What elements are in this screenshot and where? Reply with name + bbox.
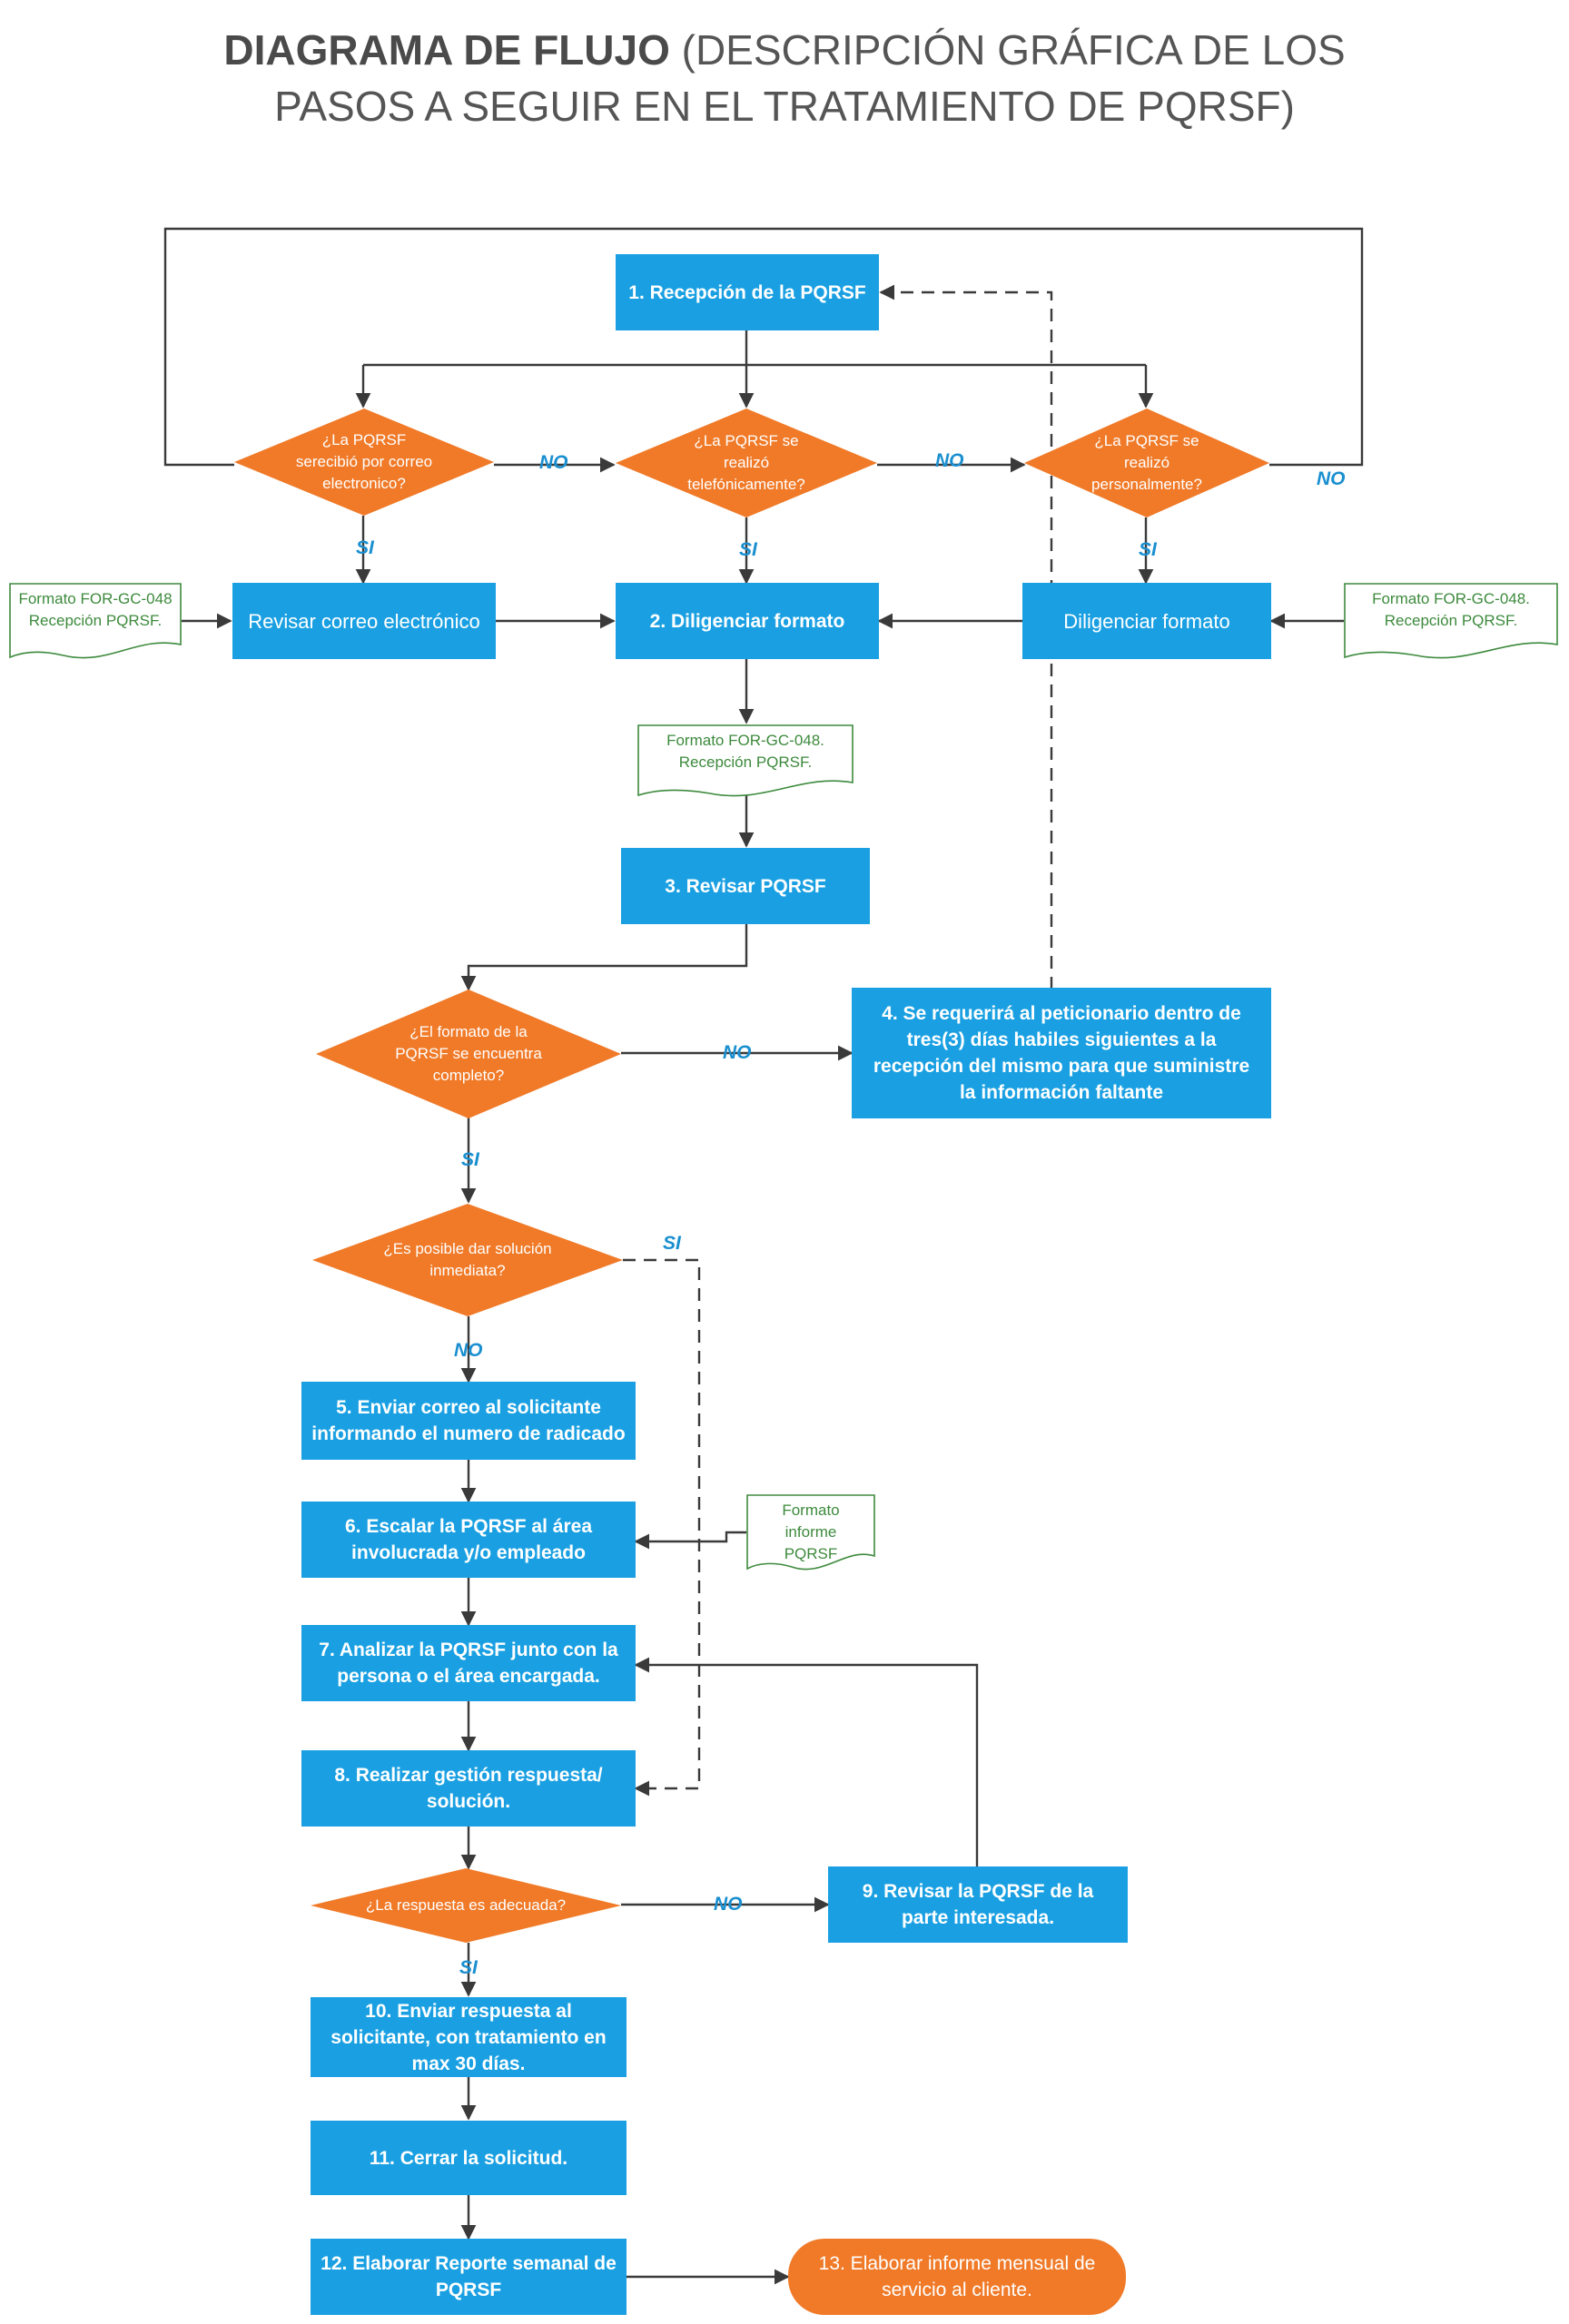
- step-2-label: 2. Diligenciar formato: [649, 610, 845, 632]
- decision-completo: ¿El formato de la PQRSF se encuentra com…: [316, 990, 621, 1118]
- label-no-correo: NO: [539, 452, 568, 473]
- step-8-label: 8. Realizar gestión respuesta/ solución.: [334, 1765, 603, 1812]
- decision-correo: ¿La PQRSF serecibió por correo electroni…: [234, 409, 494, 516]
- decision-inmediata: ¿Es posible dar solución inmediata?: [312, 1204, 623, 1316]
- decision-adecuada: ¿La respuesta es adecuada?: [311, 1868, 621, 1943]
- decision-correo-text: ¿La PQRSF serecibió por correo electroni…: [295, 431, 433, 492]
- label-si-personal: SI: [1139, 539, 1157, 560]
- label-no-personal: NO: [1317, 468, 1346, 489]
- step-2-box: 2. Diligenciar formato: [616, 583, 879, 659]
- step-12-label: 12. Elaborar Reporte semanal de PQRSF: [321, 2253, 617, 2300]
- s3-to-completo-arrow: [460, 922, 748, 991]
- document-left-text: Formato FOR-GC-048 Recepción PQRSF.: [18, 590, 173, 629]
- step-7-label: 7. Analizar la PQRSF junto con la person…: [319, 1640, 618, 1687]
- label-no-adecuada: NO: [714, 1894, 743, 1915]
- step-6-label: 6. Escalar la PQRSF al área involucrada …: [345, 1516, 592, 1563]
- document-middle: Formato FOR-GC-048. Recepción PQRSF.: [637, 724, 854, 799]
- loop-left-connector: [163, 227, 1364, 467]
- document-right: Formato FOR-GC-048. Recepción PQRSF.: [1344, 583, 1558, 661]
- label-si-inmediata: SI: [663, 1233, 681, 1254]
- step-8-box: 8. Realizar gestión respuesta/ solución.: [301, 1750, 636, 1827]
- document-middle-text: Formato FOR-GC-048. Recepción PQRSF.: [666, 732, 824, 771]
- step-9-box: 9. Revisar la PQRSF de la parte interesa…: [828, 1866, 1128, 1943]
- step-13-label: 13. Elaborar informe mensual de servicio…: [818, 2253, 1096, 2300]
- step-7-box: 7. Analizar la PQRSF junto con la person…: [301, 1625, 636, 1701]
- step-12-box: 12. Elaborar Reporte semanal de PQRSF: [311, 2239, 627, 2315]
- informe-doc-to-s6: [634, 1531, 746, 1550]
- label-no-inmediata: NO: [454, 1340, 483, 1361]
- document-right-text: Formato FOR-GC-048. Recepción PQRSF.: [1372, 590, 1530, 629]
- document-left: Formato FOR-GC-048 Recepción PQRSF.: [9, 583, 182, 661]
- label-si-adecuada: SI: [459, 1957, 478, 1978]
- step-11-box: 11. Cerrar la solicitud.: [311, 2121, 627, 2195]
- revisar-correo-box: Revisar correo electrónico: [232, 583, 496, 659]
- label-no-completo: NO: [723, 1042, 752, 1063]
- decision-telefono: ¿La PQRSF se realizó telefónicamente?: [616, 409, 877, 517]
- diligenciar-personal-label: Diligenciar formato: [1063, 609, 1230, 633]
- decision-personal: ¿La PQRSF se realizó personalmente?: [1024, 409, 1269, 517]
- s4-dashed-return-to-s1: [879, 284, 1053, 990]
- label-no-telefono: NO: [935, 450, 964, 471]
- step-13-terminal: 13. Elaborar informe mensual de servicio…: [788, 2239, 1126, 2315]
- title-rest: (DESCRIPCIÓN GRÁFICA DE LOS: [669, 26, 1346, 74]
- decision-adecuada-text: ¿La respuesta es adecuada?: [365, 1896, 567, 1914]
- inmediata-si-dashed-to-s8: [623, 1258, 701, 1797]
- label-si-correo: SI: [356, 537, 374, 558]
- step-3-label: 3. Revisar PQRSF: [665, 875, 826, 897]
- decision-completo-text: ¿El formato de la PQRSF se encuentra com…: [395, 1023, 542, 1084]
- step-10-label: 10. Enviar respuesta al solicitante, con…: [331, 2000, 607, 2074]
- s9-return-to-s7: [634, 1657, 979, 1866]
- step-10-box: 10. Enviar respuesta al solicitante, con…: [311, 1997, 627, 2077]
- diagram-title-line-2: PASOS A SEGUIR EN EL TRATAMIENTO DE PQRS…: [274, 83, 1295, 130]
- decision-telefono-text: ¿La PQRSF se realizó telefónicamente?: [687, 432, 805, 493]
- decision-personal-text: ¿La PQRSF se realizó personalmente?: [1091, 432, 1202, 493]
- diligenciar-personal-box: Diligenciar formato: [1022, 583, 1271, 659]
- step-1-label: 1. Recepción de la PQRSF: [628, 281, 866, 303]
- title-bold: DIAGRAMA DE FLUJO: [223, 26, 670, 74]
- step-11-label: 11. Cerrar la solicitud.: [369, 2147, 568, 2169]
- step-1-box: 1. Recepción de la PQRSF: [616, 254, 879, 330]
- label-si-completo: SI: [461, 1149, 479, 1170]
- decision-inmediata-text: ¿Es posible dar solución inmediata?: [383, 1240, 552, 1279]
- step-5-label: 5. Enviar correo al solicitante informan…: [311, 1397, 626, 1444]
- step-4-label: 4. Se requerirá al peticionario dentro d…: [873, 1003, 1250, 1103]
- step-3-box: 3. Revisar PQRSF: [621, 848, 870, 924]
- label-si-telefono: SI: [739, 539, 757, 560]
- step-4-box: 4. Se requerirá al peticionario dentro d…: [852, 988, 1271, 1118]
- step-5-box: 5. Enviar correo al solicitante informan…: [301, 1382, 636, 1460]
- document-informe-text: Formato informe PQRSF: [782, 1502, 840, 1562]
- step-6-box: 6. Escalar la PQRSF al área involucrada …: [301, 1502, 636, 1578]
- revisar-correo-label: Revisar correo electrónico: [248, 609, 480, 633]
- document-informe: Formato informe PQRSF: [746, 1494, 875, 1572]
- diagram-title-line-1: DIAGRAMA DE FLUJO (DESCRIPCIÓN GRÁFICA D…: [0, 22, 1569, 78]
- step-9-label: 9. Revisar la PQRSF de la parte interesa…: [862, 1881, 1094, 1928]
